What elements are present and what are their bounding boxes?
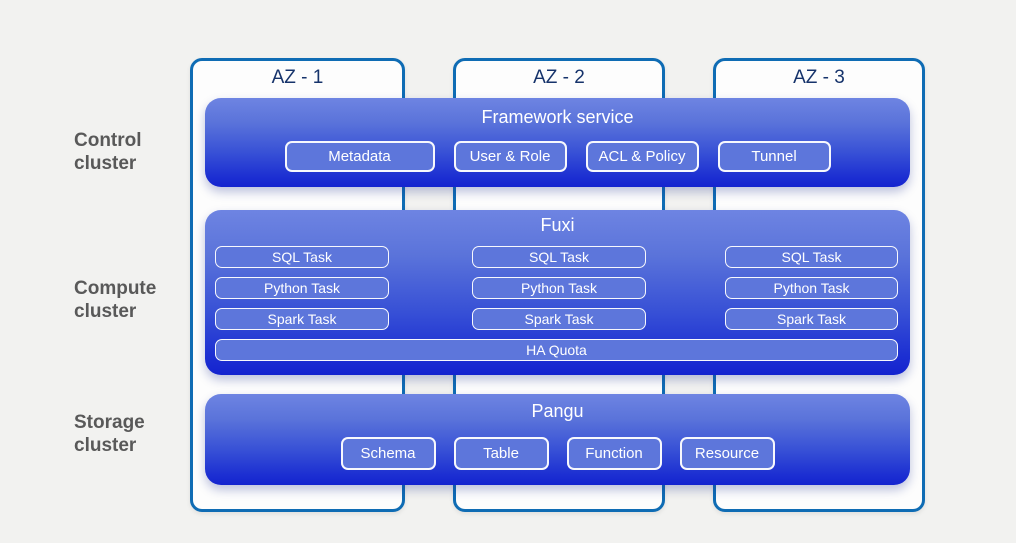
row-label-compute-cluster: Compute cluster [74,278,157,322]
framework-service-title: Framework service [481,107,634,127]
framework-service-components: Metadata User & Role ACL & Policy Tunnel [205,141,910,172]
function-chip: Function [566,437,662,470]
schema-chip: Schema [340,437,436,470]
row-label-control-cluster: Control cluster [74,130,142,174]
spark-task-chip: Spark Task [215,308,389,330]
az-2-label: AZ - 2 [533,67,585,88]
framework-service-panel: Framework service Metadata User & Role A… [205,98,910,187]
az-3-label: AZ - 3 [793,67,845,88]
spark-task-chip: Spark Task [725,308,898,330]
pangu-title: Pangu [531,401,584,421]
acl-policy-chip: ACL & Policy [585,141,699,172]
sql-task-chip: SQL Task [472,246,646,268]
metadata-chip: Metadata [284,141,435,172]
fuxi-az3-task-column: SQL Task Python Task Spark Task [725,246,898,330]
fuxi-panel: Fuxi SQL Task Python Task Spark Task SQL… [205,210,910,375]
sql-task-chip: SQL Task [215,246,389,268]
az-1-label: AZ - 1 [271,67,324,88]
user-role-chip: User & Role [453,141,567,172]
python-task-chip: Python Task [725,277,898,299]
fuxi-title: Fuxi [540,215,575,235]
sql-task-chip: SQL Task [725,246,898,268]
row-label-storage-cluster: Storage cluster [74,412,145,456]
table-chip: Table [453,437,549,470]
pangu-components: Schema Table Function Resource [205,437,910,470]
ha-quota-bar: HA Quota [215,339,898,361]
tunnel-chip: Tunnel [717,141,831,172]
python-task-chip: Python Task [215,277,389,299]
spark-task-chip: Spark Task [472,308,646,330]
resource-chip: Resource [679,437,775,470]
fuxi-az1-task-column: SQL Task Python Task Spark Task [215,246,389,330]
pangu-panel: Pangu Schema Table Function Resource [205,394,910,485]
python-task-chip: Python Task [472,277,646,299]
fuxi-az2-task-column: SQL Task Python Task Spark Task [472,246,646,330]
